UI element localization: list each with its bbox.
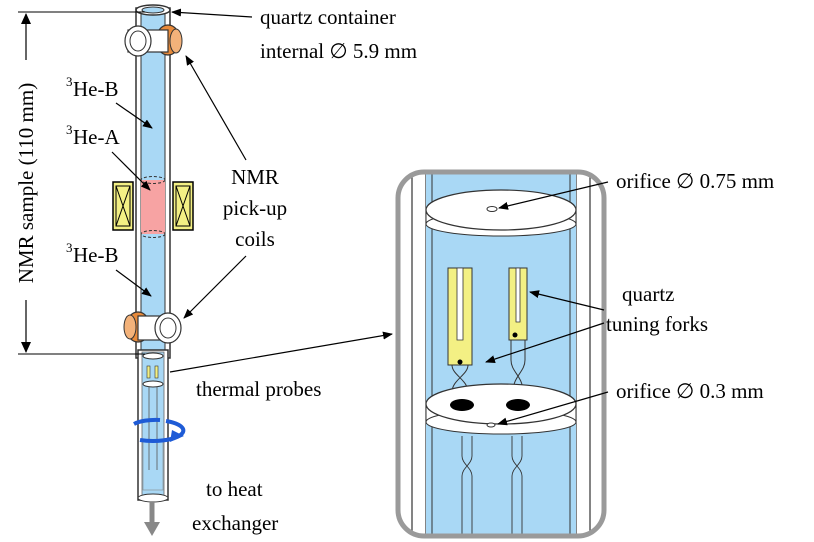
tuning-forks-label-line2: tuning forks [606,312,708,336]
rotation-arrow [133,417,186,444]
svg-text:3: 3 [66,74,73,89]
svg-text:He-A: He-A [73,125,120,149]
he-b-upper-label: 3 He-B [66,74,119,101]
nmr-coils-pointer-lower [183,255,247,319]
ab-interface-lower [140,230,166,238]
a-phase-region [141,180,165,234]
he-b-lower-pointer [115,269,152,297]
sample-length-label: NMR sample (110 mm) [14,83,38,283]
svg-text:3: 3 [66,122,73,137]
tuning-fork-right [508,267,528,393]
tuning-forks-pointer-left [485,322,605,363]
nmr-coils-label-line1: NMR [231,165,279,189]
orifice-bottom-label: orifice ∅ 0.3 mm [616,379,764,403]
orifice-bottom-pointer [497,391,609,426]
pickup-coil-upper [124,24,183,57]
tuning-forks-label-line1: quartz [622,282,674,306]
sample-length-dimension [18,11,145,355]
nmr-coils-label-line2: pick-up [223,196,287,220]
quartz-container-label-line1: quartz container [260,5,396,29]
he-b-lower-label: 3 He-B [66,240,119,267]
lower-cell-section [137,349,169,503]
he-a-pointer [111,151,151,191]
svg-text:3: 3 [66,240,73,255]
quartz-container-pointer [171,8,253,18]
tuning-forks-pointer-right [529,290,605,311]
heat-exchanger-label-line1: to heat [206,477,263,501]
orifice-disc-bottom [425,383,577,435]
main-cell [112,4,194,536]
nmr-coil-left [112,181,134,231]
nmr-coils-pointer-upper [185,55,247,161]
svg-text:He-B: He-B [73,243,119,267]
heat-exchanger-label-line2: exchanger [192,511,278,535]
svg-text:He-B: He-B [73,77,119,101]
thermal-probes-label: thermal probes [196,377,321,401]
inset-detail [395,169,607,539]
ab-interface-upper [140,176,166,184]
nmr-coils-label-line3: coils [235,227,275,251]
tuning-fork-left [447,267,473,393]
inset-pointer [169,331,393,373]
inset-frame [395,169,607,539]
pickup-coil-lower [123,311,182,344]
orifice-top-label: orifice ∅ 0.75 mm [616,169,774,193]
orifice-top-pointer [498,181,609,210]
he-b-upper-pointer [115,102,153,129]
orifice-disc-top [425,189,577,237]
nmr-coil-right [172,181,194,231]
quartz-container-label-line2: internal ∅ 5.9 mm [260,39,417,63]
he-a-label: 3 He-A [66,122,120,149]
